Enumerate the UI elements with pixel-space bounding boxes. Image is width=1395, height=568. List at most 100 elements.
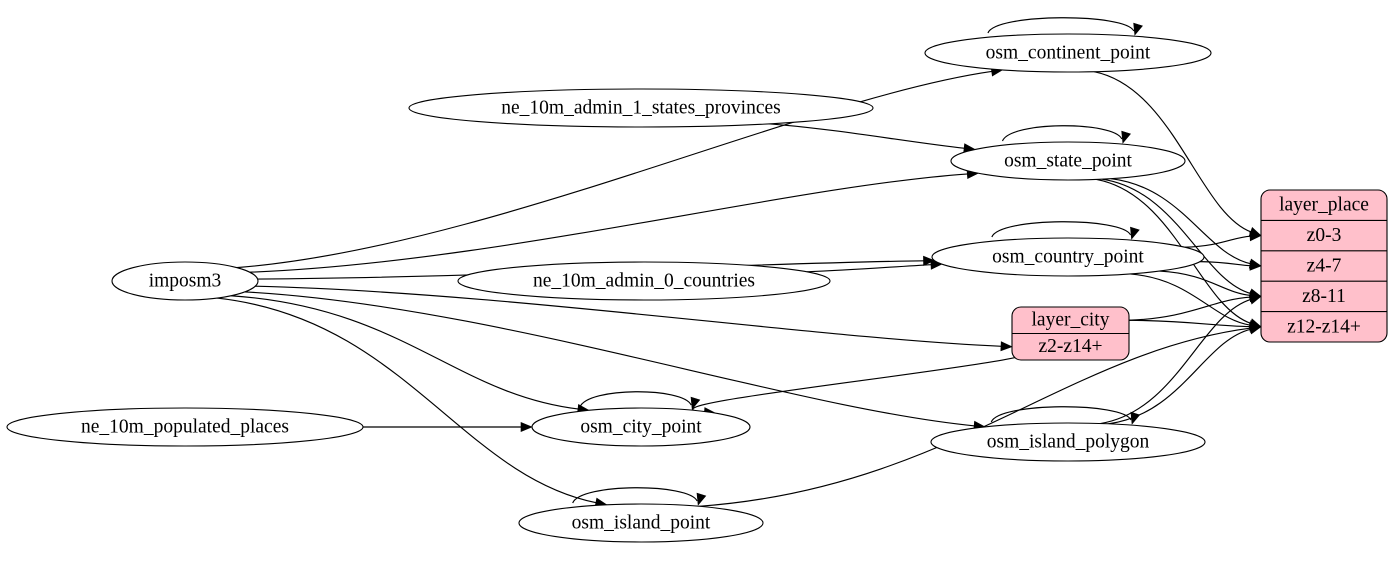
edges-layer — [217, 17, 1262, 508]
edge-line — [1001, 125, 1123, 142]
edge-line — [1102, 178, 1252, 295]
node-osm_island_polygon[interactable]: osm_island_polygon — [930, 422, 1206, 462]
node-label-ne_states: ne_10m_admin_1_states_provinces — [501, 97, 780, 118]
node-shape-imposm3 — [111, 261, 259, 301]
edge-osm_state_point-to-osm_state_point — [1001, 125, 1131, 144]
node-shape-osm_island_point — [518, 503, 764, 543]
node-shape-ne_states — [408, 88, 874, 128]
node-shape-osm_island_polygon — [930, 422, 1206, 462]
edge-line — [987, 17, 1135, 34]
node-osm_city_point[interactable]: osm_city_point — [531, 407, 751, 447]
edge-line — [990, 406, 1132, 423]
nodes-layer: imposm3 ne_10m_admin_1_states_provincesne… — [6, 33, 1388, 543]
edge-osm_island_point-to-osm_island_point — [572, 487, 707, 506]
record-label-layer_place_z0_3: z0-3 — [1307, 225, 1342, 246]
node-label-osm_continent_point: osm_continent_point — [986, 42, 1151, 63]
record-label-layer_place_z12_14: z12-z14+ — [1287, 316, 1361, 337]
edge-osm_continent_point-to-osm_continent_point — [987, 17, 1143, 36]
edge-line — [1094, 71, 1252, 233]
edge-arrowhead — [1121, 130, 1131, 144]
node-shape-osm_continent_point — [924, 33, 1212, 73]
node-shape-osm_state_point — [950, 141, 1186, 181]
edge-line — [579, 391, 692, 408]
edge-arrowhead — [1249, 260, 1262, 271]
node-osm_island_point[interactable]: osm_island_point — [518, 503, 764, 543]
node-imposm3[interactable]: imposm3 — [111, 261, 259, 301]
edge-arrowhead — [520, 421, 533, 433]
edge-line — [991, 221, 1132, 238]
edge-arrowhead — [1130, 226, 1140, 240]
edge-line — [255, 285, 1002, 347]
edge-imposm3-to-layer_city_z2 — [255, 285, 1013, 352]
edge-osm_country_point-to-osm_country_point — [991, 221, 1140, 240]
node-label-osm_state_point: osm_state_point — [1004, 150, 1132, 171]
edge-arrowhead — [1133, 22, 1143, 36]
edge-line — [1111, 178, 1252, 265]
edge-ne_populated-to-osm_city_point — [363, 421, 533, 433]
record-label-layer_place_header: layer_place — [1279, 195, 1369, 216]
record-node-layer_place[interactable]: layer_place z0-3 z4-7 z8-11 z12-z14+ — [1260, 189, 1388, 343]
node-label-imposm3: imposm3 — [149, 270, 222, 291]
node-shape-osm_city_point — [531, 407, 751, 447]
edge-arrowhead — [1249, 231, 1262, 242]
edge-layer_city_z2-to-osm_city_point — [692, 346, 1037, 418]
edge-osm_island_polygon-to-layer_place_z8_11 — [1100, 294, 1262, 425]
node-label-ne_populated: ne_10m_populated_places — [81, 416, 289, 437]
edge-line — [1100, 298, 1252, 425]
edge-line — [1108, 328, 1252, 425]
edge-osm_country_point-to-layer_place_z12_14 — [1129, 273, 1262, 331]
edge-line — [806, 264, 932, 273]
edge-arrowhead — [696, 492, 707, 506]
edge-osm_country_point-to-layer_place_z0_3 — [1184, 231, 1262, 248]
node-shape-ne_populated — [6, 407, 364, 447]
edge-line — [244, 291, 975, 427]
edge-arrowhead — [923, 255, 936, 266]
edge-line — [699, 327, 1251, 507]
edge-line — [1128, 319, 1251, 328]
edge-osm_island_polygon-to-layer_place_z12_14 — [1108, 324, 1262, 425]
edge-line — [572, 487, 698, 504]
edge-line — [1128, 296, 1251, 321]
edge-arrowhead — [1248, 294, 1262, 305]
node-label-osm_country_point: osm_country_point — [992, 246, 1144, 267]
edge-line — [1199, 261, 1251, 267]
edge-arrowhead — [690, 396, 701, 410]
edge-line — [236, 70, 993, 269]
edge-line — [217, 297, 597, 504]
node-shape-ne_countries — [457, 261, 831, 301]
node-ne_countries[interactable]: ne_10m_admin_0_countries — [457, 261, 831, 301]
node-shape-osm_country_point — [931, 237, 1205, 277]
edge-arrowhead — [1249, 323, 1262, 334]
edge-imposm3-to-osm_state_point — [249, 168, 980, 273]
edge-imposm3-to-osm_island_point — [217, 297, 608, 508]
edge-line — [249, 173, 969, 273]
node-label-osm_island_point: osm_island_point — [572, 512, 711, 533]
record-label-layer_city_z2: z2-z14+ — [1038, 336, 1102, 357]
edge-line — [692, 346, 1037, 413]
node-osm_country_point[interactable]: osm_country_point — [931, 237, 1205, 277]
node-osm_continent_point[interactable]: osm_continent_point — [924, 33, 1212, 73]
edge-line — [1184, 235, 1251, 248]
record-label-layer_place_z4_7: z4-7 — [1307, 255, 1342, 276]
record-box-layer_place — [1260, 189, 1388, 343]
edge-line — [1129, 273, 1251, 326]
edge-ne_states-to-osm_state_point — [768, 123, 976, 154]
edge-osm_island_point-to-layer_place_z12_14 — [699, 323, 1262, 507]
node-osm_state_point[interactable]: osm_state_point — [950, 141, 1186, 181]
node-ne_states[interactable]: ne_10m_admin_1_states_provinces — [408, 88, 874, 128]
edge-arrowhead — [1000, 341, 1013, 352]
edge-osm_city_point-to-osm_city_point — [579, 391, 701, 410]
node-label-osm_island_polygon: osm_island_polygon — [987, 431, 1150, 452]
edge-line — [1159, 270, 1251, 297]
node-ne_populated[interactable]: ne_10m_populated_places — [6, 407, 364, 447]
edge-line — [768, 123, 965, 149]
edge-osm_country_point-to-layer_place_z4_7 — [1199, 260, 1262, 271]
record-label-layer_place_z8_11: z8-11 — [1302, 286, 1346, 307]
edge-line — [231, 295, 579, 410]
edge-osm_island_polygon-to-osm_island_polygon — [990, 406, 1141, 425]
node-label-ne_countries: ne_10m_admin_0_countries — [533, 270, 755, 291]
node-label-osm_city_point: osm_city_point — [580, 416, 702, 437]
